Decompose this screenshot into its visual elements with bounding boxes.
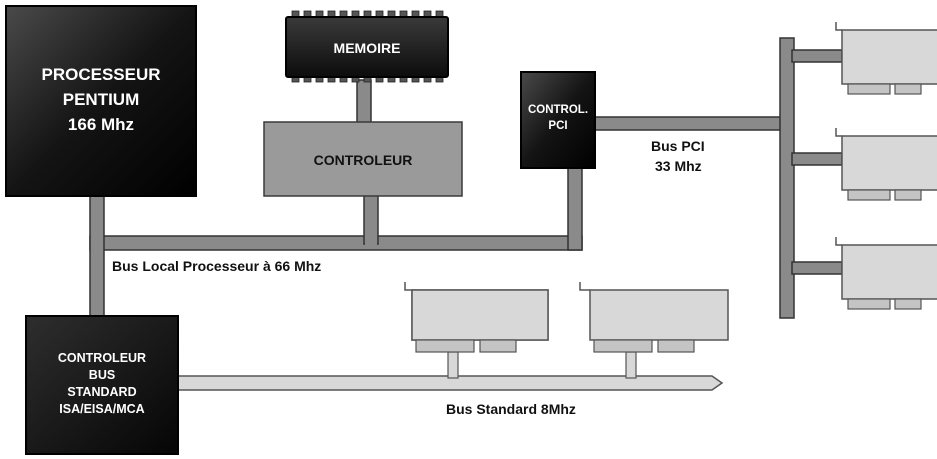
local-bus bbox=[89, 79, 583, 319]
pci-slot-stub-1 bbox=[791, 49, 843, 63]
card-edge-connector bbox=[847, 189, 891, 201]
standard-expansion-card-1 bbox=[404, 282, 549, 353]
pci-bus bbox=[591, 37, 843, 319]
local-bus-horizontal bbox=[89, 235, 583, 251]
pci-bus-label-line-1: Bus PCI bbox=[651, 138, 705, 154]
std-controller-label-line-4: ISA/EISA/MCA bbox=[59, 402, 144, 416]
controller-bus-link bbox=[363, 193, 379, 245]
memory-label: MEMOIRE bbox=[334, 40, 401, 56]
std-slot-stub-2 bbox=[625, 351, 637, 379]
memory-chip: MEMOIRE bbox=[285, 10, 449, 83]
pci-controller-label-line-1: CONTROL. bbox=[528, 104, 588, 116]
card-edge-connector bbox=[657, 339, 695, 353]
processor-chip: PROCESSEUR PENTIUM 166 Mhz bbox=[5, 5, 197, 197]
std-controller-label-line-1: CONTROLEUR bbox=[58, 351, 146, 365]
standard-bus-label: Bus Standard 8Mhz bbox=[446, 401, 576, 417]
processor-bus-link bbox=[89, 193, 105, 319]
standard-bus bbox=[169, 351, 724, 391]
pci-expansion-card-2 bbox=[835, 128, 937, 201]
processor-label-line-1: PROCESSEUR bbox=[41, 65, 160, 84]
card-edge-connector bbox=[894, 298, 922, 310]
processor-label-line-3: 166 Mhz bbox=[68, 115, 134, 134]
std-controller-label-line-3: STANDARD bbox=[67, 385, 136, 399]
standard-bus-controller-chip: CONTROLEUR BUS STANDARD ISA/EISA/MCA bbox=[25, 315, 179, 455]
controller-label: CONTROLEUR bbox=[314, 152, 413, 168]
pci-expansion-card-1 bbox=[835, 22, 937, 95]
card-edge-connector bbox=[415, 339, 475, 353]
std-controller-label-line-2: BUS bbox=[89, 368, 115, 382]
pci-controller-label-line-2: PCI bbox=[548, 120, 567, 132]
controller-box: CONTROLEUR bbox=[263, 121, 463, 197]
pci-slot-stub-2 bbox=[791, 152, 843, 166]
standard-bus-horizontal bbox=[169, 375, 724, 391]
pci-expansion-card-3 bbox=[835, 237, 937, 310]
std-slot-stub-1 bbox=[447, 351, 459, 379]
card-edge-connector bbox=[479, 339, 517, 353]
card-edge-connector bbox=[894, 83, 922, 95]
standard-expansion-card-2 bbox=[579, 282, 729, 353]
pci-bus-horizontal bbox=[591, 116, 783, 131]
pci-bus-vertical bbox=[779, 37, 795, 319]
card-edge-connector bbox=[847, 298, 891, 310]
memory-pins bbox=[291, 10, 444, 83]
processor-label-line-2: PENTIUM bbox=[63, 90, 140, 109]
card-edge-connector bbox=[894, 189, 922, 201]
local-bus-label: Bus Local Processeur à 66 Mhz bbox=[112, 258, 321, 274]
memory-controller-link bbox=[356, 79, 372, 125]
pci-controller-chip: CONTROL. PCI bbox=[520, 71, 596, 169]
pci-bus-label-line-2: 33 Mhz bbox=[655, 158, 702, 174]
card-edge-connector bbox=[593, 339, 653, 353]
pci-slot-stub-3 bbox=[791, 261, 843, 275]
card-edge-connector bbox=[847, 83, 891, 95]
